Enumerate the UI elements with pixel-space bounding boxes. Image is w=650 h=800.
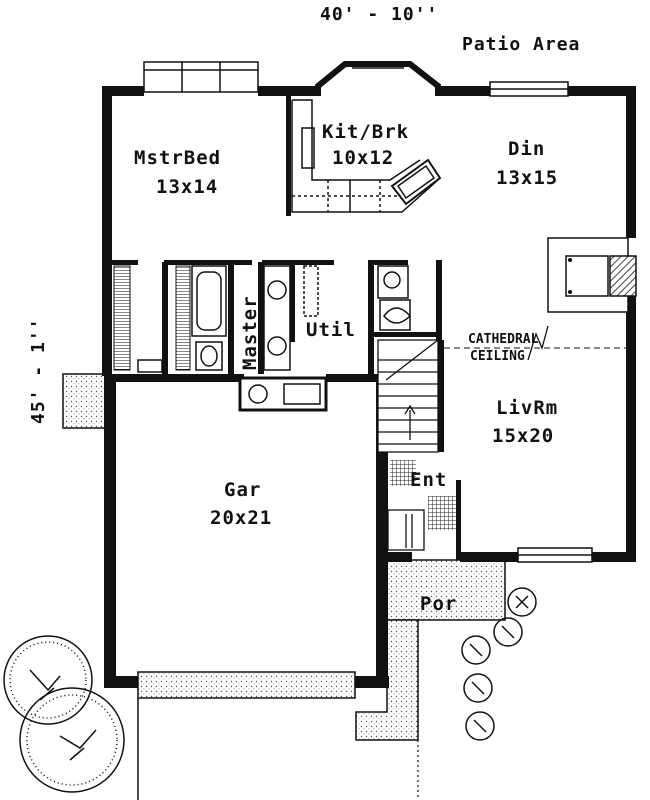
kitchen-name: Kit/Brk — [322, 121, 409, 143]
utility-name: Util — [306, 319, 356, 341]
ceiling-note-1: CATHEDRAL — [468, 332, 539, 347]
tree-1 — [3, 635, 93, 725]
garage-size: 20x21 — [210, 507, 272, 529]
ceiling-note-2: CEILING — [470, 349, 525, 364]
stairs — [377, 339, 439, 453]
tree-2 — [19, 687, 125, 793]
patio-label: Patio Area — [462, 34, 580, 55]
garage-apron — [137, 671, 356, 699]
lav — [377, 265, 409, 299]
break-symbol — [527, 325, 549, 361]
master-bed-size: 13x14 — [156, 176, 218, 198]
porch-slab — [386, 559, 506, 621]
shrub-1 — [507, 587, 537, 617]
garage-name: Gar — [224, 479, 261, 501]
side-stoop — [62, 373, 110, 429]
bathtub — [191, 265, 227, 337]
fireplace — [547, 237, 637, 313]
laundry-counter — [238, 376, 328, 412]
master-bath-name: Master — [239, 295, 261, 370]
overall-width: 40' - 10'' — [320, 4, 438, 25]
landscape-trees — [3, 587, 537, 793]
shrub-3 — [461, 635, 491, 665]
hall-bath-fixtures — [377, 265, 412, 331]
overall-depth: 45' - 1'' — [28, 317, 49, 424]
toilet — [195, 341, 223, 371]
master-window — [143, 61, 259, 93]
entry-name: Ent — [410, 469, 447, 491]
master-bed-name: MstrBed — [134, 147, 221, 169]
entry-tile-1 — [390, 460, 416, 486]
entry-closet — [387, 509, 425, 551]
living-name: LivRm — [496, 397, 558, 419]
living-size: 15x20 — [492, 425, 554, 447]
windows — [143, 61, 593, 563]
porch-name: Por — [420, 593, 457, 615]
dining-size: 13x15 — [496, 167, 558, 189]
shrub-4 — [463, 673, 493, 703]
double-vanity — [263, 265, 291, 371]
closet-shelf-left — [113, 265, 131, 371]
kitchen-counters — [291, 99, 442, 213]
shrub-5 — [465, 711, 495, 741]
closet-shelf-mid — [175, 265, 191, 371]
shrub-2 — [493, 617, 523, 647]
kitchen-size: 10x12 — [332, 147, 394, 169]
dining-name: Din — [508, 138, 545, 160]
interior-walls — [104, 96, 461, 560]
entry-tile-2 — [428, 496, 456, 530]
master-bath-fixtures — [137, 265, 319, 373]
